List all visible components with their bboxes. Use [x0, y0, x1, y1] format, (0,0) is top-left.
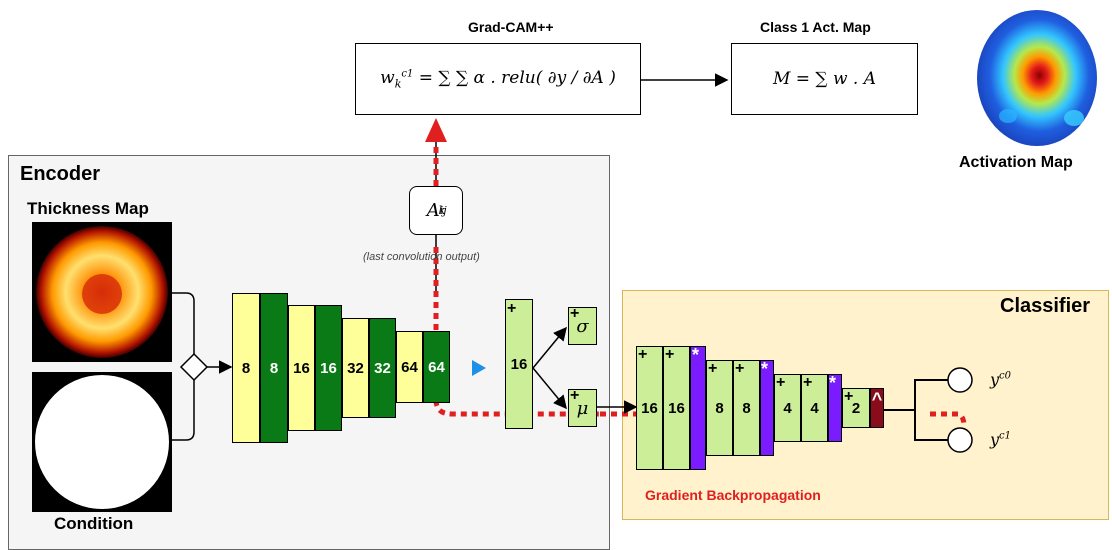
output-c0-sup: c0 [999, 370, 1012, 382]
cls-plus-2: + [665, 346, 675, 363]
thickness-map-label: Thickness Map [27, 199, 149, 218]
enc-layer-2: 8 [260, 293, 288, 443]
gradcam-formula-box: wkc1 = ∑ ∑ α . relu( ∂y / ∂A ) [355, 43, 641, 115]
encoder-title: Encoder [20, 163, 101, 185]
cls-layer-7: 2 [842, 388, 870, 428]
cls-star-2: * [761, 359, 769, 379]
latent-layer: 16 [505, 299, 533, 429]
cls-layer-2: 16 [663, 346, 690, 470]
cls-layer-1: 16 [636, 346, 663, 470]
actmap-formula: M = ∑ w . A [772, 69, 877, 89]
activation-map-label: Activation Map [959, 154, 1073, 171]
cls-plus-4: + [735, 360, 745, 377]
output-c1-label: y [990, 430, 1000, 449]
actmap-formula-box: M = ∑ w . A [731, 43, 918, 115]
cls-plus-1: + [638, 346, 648, 363]
cls-layer-5: 4 [774, 374, 801, 442]
enc-layer-1: 8 [232, 293, 260, 443]
latent-plus: + [507, 300, 517, 317]
sigma-node: σ [568, 307, 597, 345]
thickness-map-image [32, 222, 172, 362]
cls-star-1: * [692, 345, 700, 365]
enc-layer-5: 32 [342, 318, 369, 418]
cls-star-3: * [829, 373, 837, 393]
activation-map-image [974, 6, 1100, 146]
backprop-label: Gradient Backpropagation [645, 487, 821, 503]
cls-plus-6: + [803, 374, 813, 391]
sigma-plus: + [570, 305, 580, 322]
enc-layer-6: 32 [369, 318, 396, 418]
cls-purple-3 [828, 374, 842, 442]
gradcam-title: Grad-CAM++ [468, 19, 554, 35]
classifier-title: Classifier [1000, 295, 1091, 317]
cls-layer-3: 8 [706, 360, 733, 456]
condition-label: Condition [54, 514, 134, 533]
enc-layer-4: 16 [315, 305, 342, 431]
output-c1-sup: c1 [999, 430, 1012, 442]
cls-purple-2 [760, 360, 774, 456]
gradcam-formula: wkc1 = ∑ ∑ α . relu( ∂y / ∂A ) [380, 67, 616, 91]
cls-plus-3: + [708, 360, 718, 377]
cls-dropout: ^ [870, 388, 884, 428]
mu-plus: + [570, 387, 580, 404]
activation-caption: (last convolution output) [363, 251, 480, 263]
cls-layer-4: 8 [733, 360, 760, 456]
output-c0-label: y [990, 370, 1000, 389]
enc-layer-3: 16 [288, 305, 315, 431]
activation-node-label: A [426, 200, 440, 221]
mu-node: μ [568, 389, 597, 427]
cls-purple-1 [690, 346, 706, 470]
enc-layer-8: 64 [423, 331, 450, 403]
output-c0: yc0 [990, 370, 1011, 389]
cls-plus-7: + [844, 388, 854, 405]
condition-image [32, 372, 172, 512]
enc-layer-7: 64 [396, 331, 423, 403]
cls-plus-5: + [776, 374, 786, 391]
actmap-title: Class 1 Act. Map [760, 19, 871, 35]
cls-layer-6: 4 [801, 374, 828, 442]
output-c1: yc1 [990, 430, 1011, 449]
